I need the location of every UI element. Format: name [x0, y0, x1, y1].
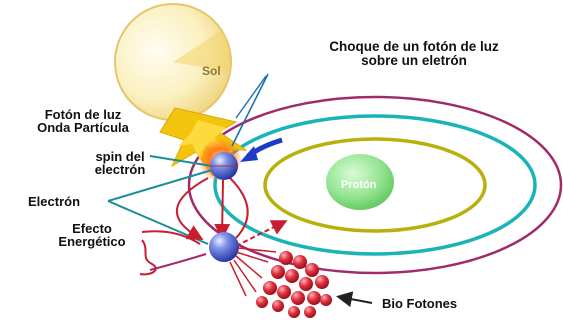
emission-rays	[229, 247, 277, 297]
photon-label-line-2: Onda Partícula	[37, 120, 129, 135]
outer-orbit	[187, 95, 563, 275]
sun-label: Sol	[202, 64, 221, 78]
excited-electron-icon	[209, 232, 239, 262]
spin-label-line-2: electrón	[94, 162, 146, 177]
proton-label: Protón	[341, 179, 377, 191]
effect-label: Efecto Energético	[46, 222, 138, 248]
photon-label-line-1: Fotón de luz	[44, 107, 122, 122]
effect-label-line-2: Energético	[58, 234, 126, 249]
biophotons-label: Bio Fotones	[382, 296, 458, 311]
spin-label-line-1: spin del	[95, 149, 145, 164]
electron-label: Electrón	[28, 194, 81, 209]
collision-label-line-2: sobre un eletrón	[361, 52, 467, 68]
proton-icon	[326, 154, 394, 210]
photon-label: Fotón de luz Onda Partícula	[8, 108, 158, 134]
inner-orbit	[263, 137, 487, 233]
effect-label-line-1: Efecto	[72, 221, 112, 236]
collision-label-line-1: Choque de un fotón de luz	[329, 39, 499, 54]
biophoton-pointer	[336, 291, 373, 308]
biophoton-cluster-icon	[256, 251, 332, 318]
collision-label: Choque de un fotón de luz sobre un eletr…	[284, 40, 544, 67]
middle-orbit	[213, 114, 537, 256]
spin-label: spin del electrón	[84, 150, 156, 176]
sun-icon	[114, 3, 232, 121]
electron-sphere-icon	[210, 152, 238, 180]
